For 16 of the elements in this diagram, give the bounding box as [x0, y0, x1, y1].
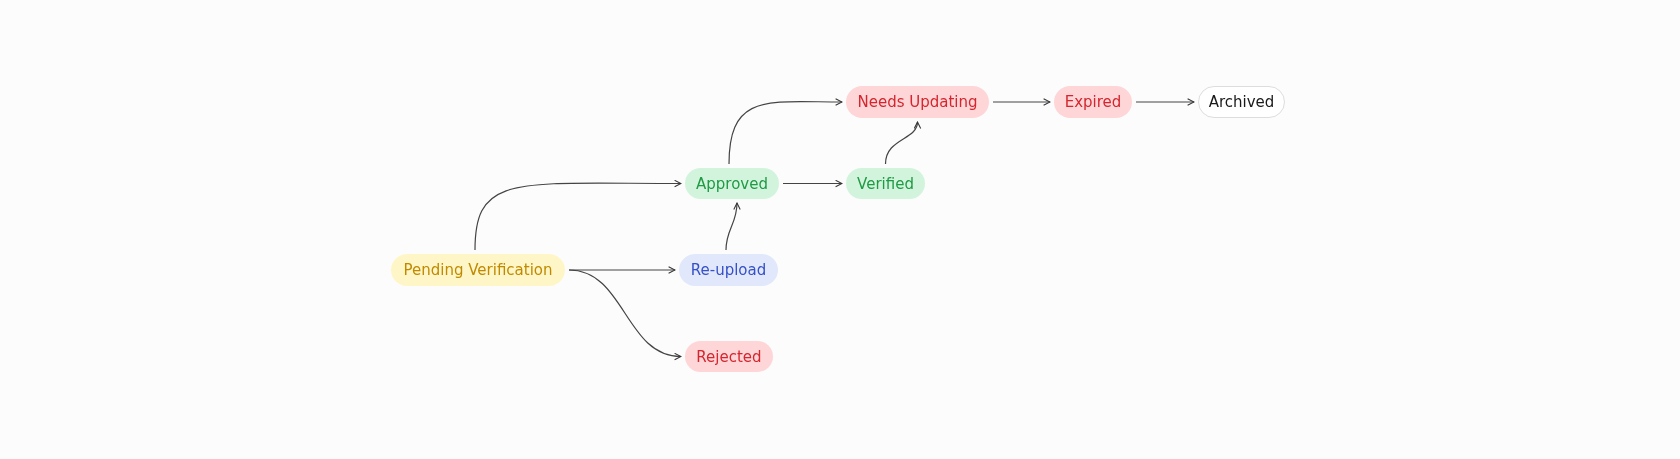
status-pill: Re-upload: [679, 254, 778, 286]
status-pill: Expired: [1054, 86, 1132, 118]
status-pill: Pending Verification: [391, 254, 565, 286]
arrow: [782, 179, 843, 188]
arrow: [1135, 98, 1195, 106]
arrow: [884, 121, 921, 165]
status-pill: Needs Updating: [846, 86, 989, 118]
status-pill: Verified: [846, 168, 925, 199]
arrow: [728, 98, 843, 165]
arrow: [725, 202, 741, 251]
arrow: [568, 269, 682, 360]
status-pill: Archived: [1198, 86, 1285, 118]
status-pill: Approved: [685, 168, 779, 199]
status-pill: Rejected: [685, 341, 773, 372]
arrow: [474, 179, 682, 251]
arrow: [992, 98, 1051, 106]
